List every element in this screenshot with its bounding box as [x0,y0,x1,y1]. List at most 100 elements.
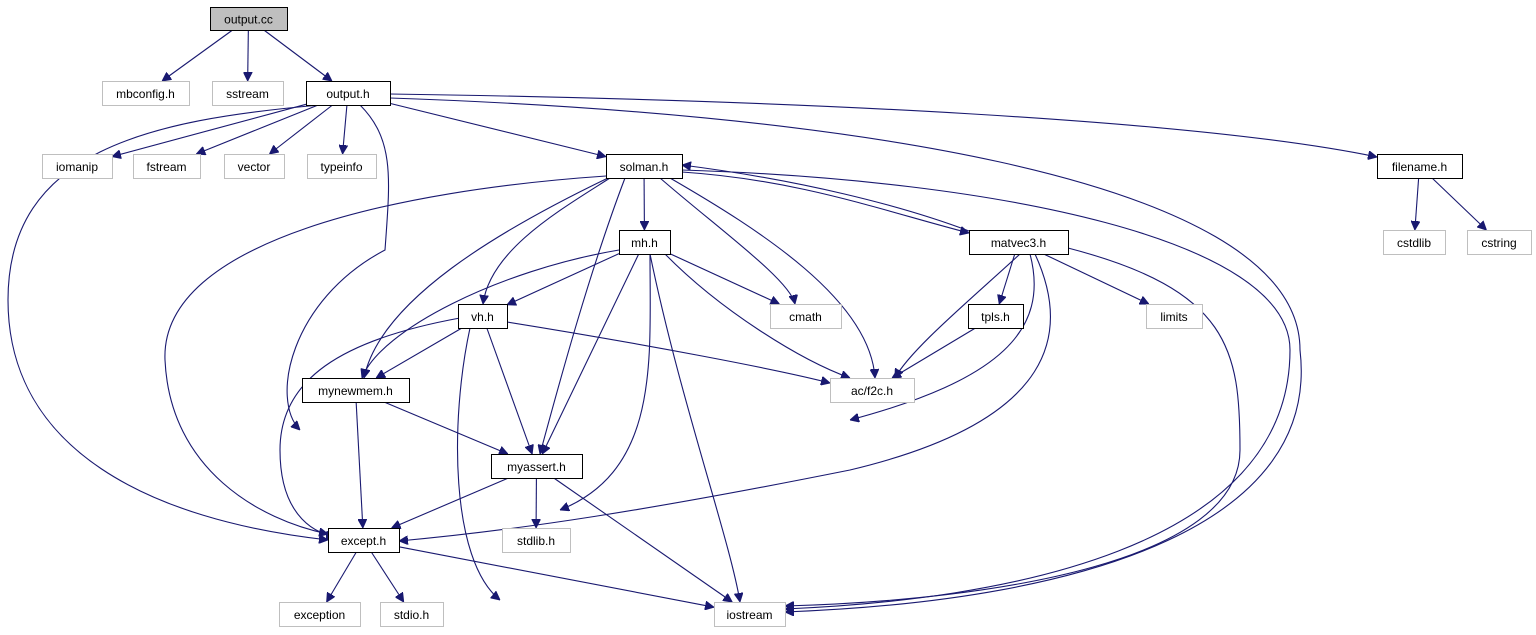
node-box [770,304,842,329]
node-stdio-h: stdio.h [380,602,444,627]
node-box [606,154,683,179]
edge-vh-h-to-except-h [279,317,461,536]
node-box [42,154,113,179]
edge-mh-h-to-vh-h [507,253,620,305]
node-label: vh.h [471,310,494,324]
node-filename-h[interactable]: filename.h [1377,154,1463,179]
node-box [1377,154,1463,179]
node-box [133,154,201,179]
edge-mynewmem-h-to-except-h [355,401,363,528]
node-label: cstring [1481,236,1516,250]
edge-output-h-to-except-h [7,104,328,540]
node-box [491,454,583,479]
node-label: ac/f2c.h [851,384,893,398]
edge-except-h-to-iostream [398,546,714,607]
node-cstring: cstring [1467,230,1532,255]
edge-except-h-to-stdio-h [370,551,403,602]
node-box [380,602,444,627]
edge-output-h-to-filename-h [389,93,1377,157]
edge-output-h-to-vector [269,104,333,154]
edge-matvec3-h-to-ac-f2c-h [894,253,1021,378]
edge-matvec3-h-to-tpls-h [999,253,1016,304]
edge-mynewmem-h-to-myassert-h [383,401,508,454]
edge-layer [7,29,1486,612]
node-mynewmem-h[interactable]: mynewmem.h [302,378,410,403]
edge-vh-h-to-iostream [456,327,500,600]
node-box [968,304,1024,329]
node-box [328,528,400,553]
node-label: sstream [226,87,269,101]
node-label: mbconfig.h [116,87,175,101]
node-cmath: cmath [770,304,842,329]
edge-mh-h-to-ac-f2c-h [664,253,850,378]
node-output-cc[interactable]: output.cc [210,7,288,31]
node-except-h[interactable]: except.h [328,528,400,553]
node-box [224,154,285,179]
edge-filename-h-to-cstdlib [1415,177,1419,230]
edge-solman-h-to-cmath [659,177,795,304]
node-box [1467,230,1532,255]
node-box [1383,230,1446,255]
node-tpls-h[interactable]: tpls.h [968,304,1024,329]
node-label: except.h [341,534,386,548]
edge-solman-h-to-mynewmem-h [364,177,609,378]
node-matvec3-h[interactable]: matvec3.h [969,230,1069,255]
edge-solman-h-to-ac-f2c-h [669,177,875,378]
node-label: exception [294,608,345,622]
edge-myassert-h-to-except-h [392,477,509,528]
node-exception: exception [279,602,361,627]
node-box [619,230,671,255]
edge-mh-h-to-cmath [669,253,779,304]
edge-solman-h-to-iostream [681,169,1291,609]
edge-matvec3-h-to-myassert-h [850,253,1035,420]
node-label: iostream [726,608,772,622]
edge-solman-h-to-myassert-h [540,177,626,454]
node-cstdlib: cstdlib [1383,230,1446,255]
node-output-h[interactable]: output.h [306,81,391,106]
node-fstream: fstream [133,154,201,179]
node-label: stdlib.h [517,534,555,548]
edge-matvec3-h-to-except-h [399,253,1051,541]
node-label: matvec3.h [991,236,1046,250]
edge-myassert-h-to-iostream [553,477,732,602]
node-box [502,528,571,553]
edge-mh-h-to-iostream [649,253,740,602]
node-box [306,81,391,106]
node-myassert-h[interactable]: myassert.h [491,454,583,479]
node-box [830,378,915,403]
node-label: mh.h [631,236,658,250]
edge-output-h-to-iomanip [112,103,307,156]
node-box [279,602,361,627]
node-typeinfo: typeinfo [307,154,377,179]
node-label: solman.h [620,160,669,174]
node-box [458,304,508,329]
edge-output-h-to-solman-h [389,102,606,156]
node-iomanip: iomanip [42,154,113,179]
node-label: iomanip [56,160,98,174]
node-label: cmath [789,310,822,324]
node-mh-h[interactable]: mh.h [619,230,671,255]
node-solman-h[interactable]: solman.h [606,154,683,179]
node-mbconfig-h: mbconfig.h [102,81,190,106]
node-box [307,154,377,179]
edge-output-cc-to-mbconfig-h [162,29,233,81]
edge-vh-h-to-ac-f2c-h [506,321,830,383]
edge-output-cc-to-sstream [248,29,249,81]
edge-vh-h-to-myassert-h [486,327,532,454]
edge-filename-h-to-cstring [1431,177,1486,230]
edge-mh-h-to-mynewmem-h [362,249,620,378]
edge-solman-h-to-vh-h [483,177,611,304]
edge-output-h-to-typeinfo [343,104,347,154]
node-box [1146,304,1203,329]
node-label: vector [238,160,271,174]
node-label: output.cc [224,13,273,27]
node-limits: limits [1146,304,1203,329]
node-box [102,81,190,106]
node-label: fstream [146,160,186,174]
node-box [969,230,1069,255]
edge-solman-h-to-matvec3-h [681,171,969,233]
node-vector: vector [224,154,285,179]
node-vh-h[interactable]: vh.h [458,304,508,329]
node-stdlib-h: stdlib.h [502,528,571,553]
